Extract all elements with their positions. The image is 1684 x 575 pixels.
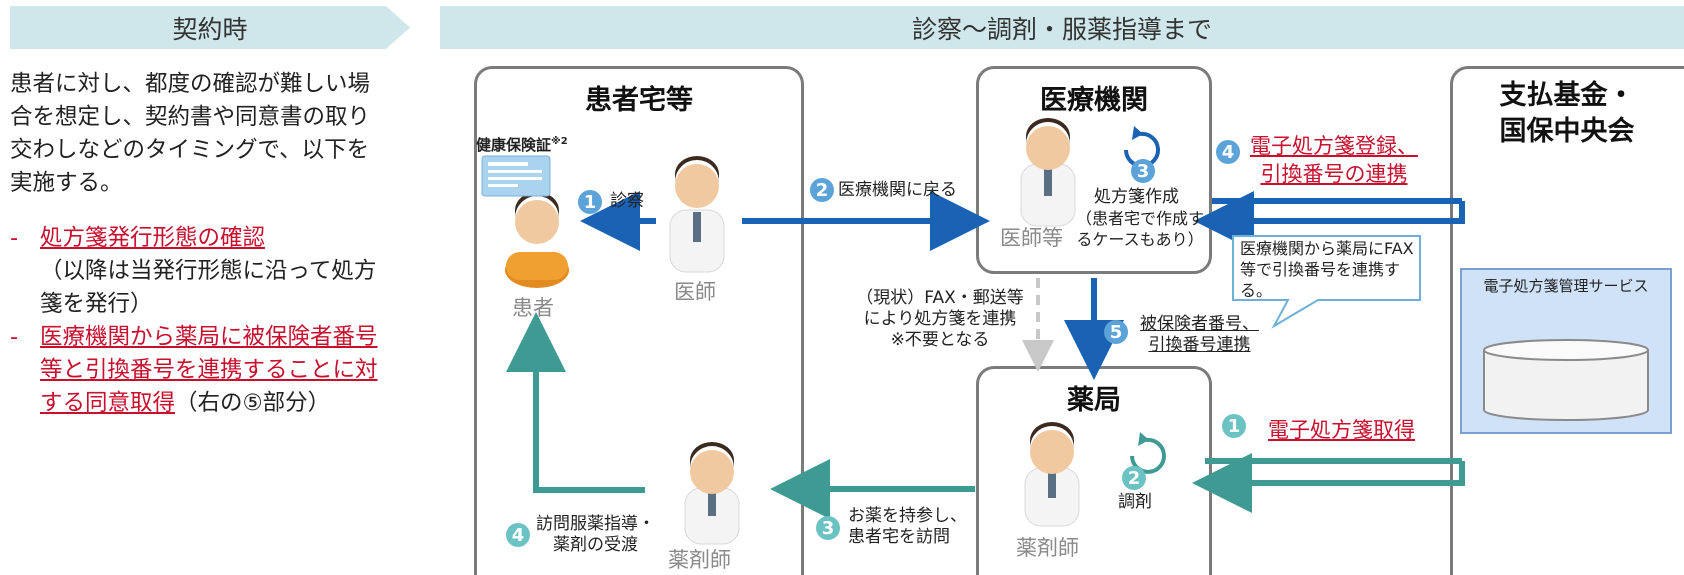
link-line1: 被保険者番号、: [1140, 314, 1259, 334]
bullet-1-plain: （以降は当発行形態に沿って処方箋を発行）: [40, 258, 377, 317]
fax-note-line2: により処方箋を連携: [863, 309, 1017, 329]
title-fund-line1: 支払基金・: [1499, 80, 1635, 111]
bullet-2-underlined: 医療機関から薬局に被保険者番号等と引換番号を連携することに対する同意取得: [40, 324, 378, 416]
service-label: 電子処方箋管理サービス: [1483, 277, 1649, 295]
banner-contract: 契約時: [10, 6, 410, 49]
banner-contract-label: 契約時: [172, 14, 248, 44]
refresh-icon-clinic: [1124, 131, 1160, 168]
doctor-figure-home: [669, 156, 725, 273]
doctor-figure-clinic: [1020, 118, 1076, 227]
arrow-register: [1194, 191, 1465, 251]
visit-line1: お薬を持参し、: [848, 506, 967, 526]
bullet-1: - 処方箋発行形態の確認 （以降は当発行形態に沿って処方箋を発行）: [10, 222, 390, 321]
arrow-guidance: [506, 312, 645, 493]
pharmacy-step-visit: お薬を持参し、 患者宅を訪問: [848, 506, 967, 548]
banner-consult-label: 診察〜調剤・服薬指導まで: [911, 14, 1212, 44]
step-badge-1: 1: [578, 190, 602, 214]
pharmacist-pharmacy-label: 薬剤師: [1016, 536, 1079, 560]
step-label-return: 医療機関に戻る: [838, 180, 957, 200]
refresh-icon-pharmacy: [1130, 437, 1166, 474]
step-label-create: 処方箋作成: [1094, 187, 1179, 207]
register-line2: 引換番号の連携: [1260, 162, 1408, 186]
intro-text: 患者に対し、都度の確認が難しい場合を想定し、契約書や同意書の取り交わしなどのタイ…: [10, 71, 371, 196]
box-clinic: [976, 66, 1212, 274]
title-clinic: 医療機関: [1040, 85, 1148, 116]
database-icon: [1483, 339, 1649, 421]
pharmacist-figure-home: [684, 442, 740, 545]
bullet-dash: -: [10, 225, 19, 251]
guidance-line1: 訪問服薬指導・: [536, 514, 655, 534]
banner-consult-to-guidance: 診察〜調剤・服薬指導まで: [440, 6, 1684, 49]
step-label-register: 電子処方箋登録、 引換番号の連携: [1250, 132, 1418, 188]
fax-note-line3: ※不要となる: [890, 330, 990, 350]
step-badge-4: 4: [1216, 140, 1240, 164]
visit-line2: 患者宅を訪問: [848, 527, 950, 547]
register-line1: 電子処方箋登録、: [1250, 134, 1418, 158]
title-fund-line2: 国保中央会: [1499, 116, 1635, 147]
title-patient-home: 患者宅等: [585, 85, 693, 116]
step-label-create-note: （患者宅で作成するケースもあり）: [1076, 209, 1205, 249]
patient-label: 患者: [512, 296, 554, 320]
bullet-2-plain: （右の⑤部分）: [175, 390, 331, 416]
fax-note-line1: （現状）FAX・郵送等: [856, 288, 1024, 308]
insurance-card-sup: ※2: [551, 136, 568, 147]
pharmacy-step-badge-4: 4: [506, 523, 530, 547]
bullet-1-underlined: 処方箋発行形態の確認: [40, 225, 266, 251]
pharmacist-figure-pharmacy: [1024, 422, 1080, 527]
pharmacy-step-guidance: 訪問服薬指導・ 薬剤の受渡: [536, 514, 655, 556]
bullet-dash: -: [10, 324, 19, 350]
pharmacist-home-label: 薬剤師: [668, 548, 731, 572]
insurance-card-icon: [481, 155, 551, 197]
guidance-line2: 薬剤の受渡: [553, 535, 638, 555]
step-badge-2: 2: [810, 178, 834, 202]
step-badge-3: 3: [1131, 159, 1155, 183]
title-pharmacy: 薬局: [1067, 385, 1121, 416]
link-line2: 引換番号連携: [1148, 335, 1251, 355]
callout-text: 医療機関から薬局にFAX等で引換番号を連携する。: [1240, 239, 1414, 300]
doctor-label: 医師: [674, 280, 716, 304]
arrow-get: [1192, 453, 1465, 513]
pharmacy-step-badge-2: 2: [1122, 466, 1146, 490]
pharmacy-step-badge-3: 3: [816, 516, 840, 540]
pharmacy-step-get: 電子処方箋取得: [1268, 418, 1415, 442]
patient-figure: [505, 192, 569, 288]
step-label-link: 被保険者番号、 引換番号連携: [1140, 314, 1259, 356]
left-panel: 患者に対し、都度の確認が難しい場合を想定し、契約書や同意書の取り交わしなどのタイ…: [10, 68, 390, 420]
insurance-card-label: 健康保険証※2: [476, 136, 568, 154]
callout-bubble: [1232, 235, 1421, 329]
doctor-etc-label: 医師等: [1000, 226, 1063, 250]
pharmacy-step-dispense: 調剤: [1118, 492, 1152, 512]
bullet-2: - 医療機関から薬局に被保険者番号等と引換番号を連携することに対する同意取得（右…: [10, 321, 390, 420]
title-fund: 支払基金・ 国保中央会: [1450, 78, 1684, 150]
fax-note: （現状）FAX・郵送等 により処方箋を連携 ※不要となる: [856, 288, 1024, 351]
pharmacy-step-badge-1: 1: [1222, 414, 1246, 438]
step-badge-5: 5: [1104, 320, 1128, 344]
step-label-exam: 診察: [610, 191, 644, 211]
